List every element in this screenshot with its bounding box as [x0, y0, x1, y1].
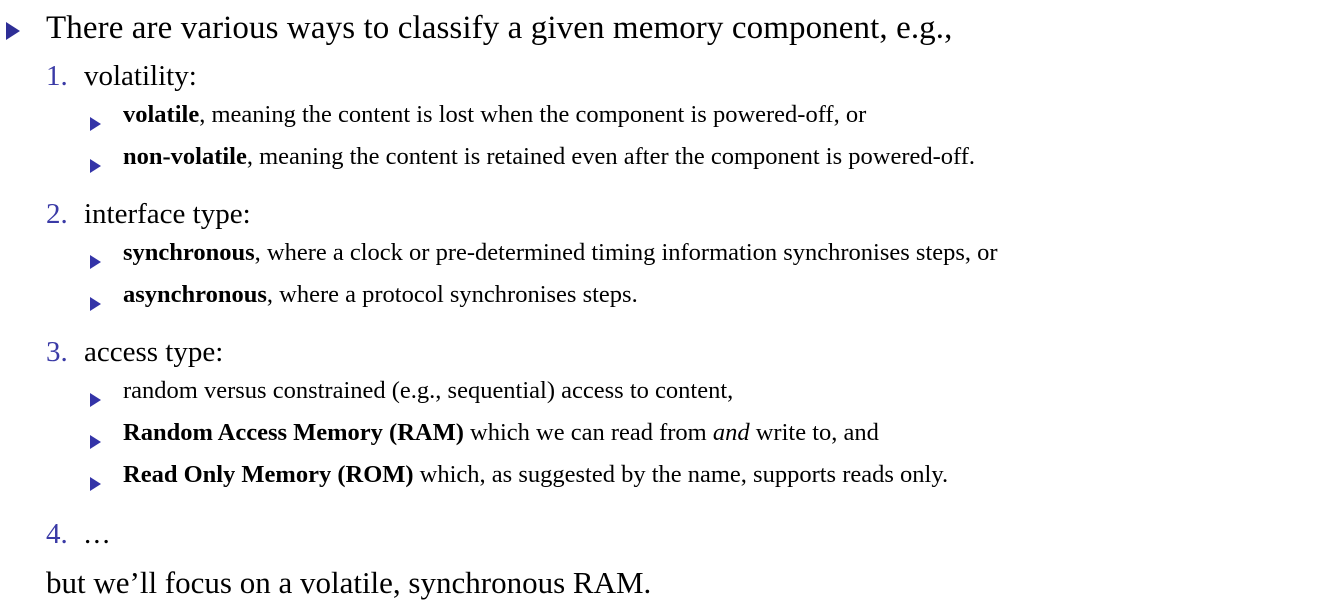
subitem-3-3: Read Only Memory (ROM) which, as suggest…: [0, 458, 1334, 500]
closing-line: but we’ll focus on a volatile, synchrono…: [46, 565, 652, 600]
triangle-right-icon: [6, 6, 46, 41]
item-number-3: 3.: [46, 336, 68, 368]
subitem-2-1: synchronous, where a clock or pre-determ…: [0, 236, 1334, 278]
subitem-3-1-text: random versus constrained (e.g., sequent…: [123, 377, 734, 404]
subitem-1-2-text: non-volatile, meaning the content is ret…: [123, 140, 975, 173]
subitem-3-3-rest: which, as suggested by the name, support…: [413, 461, 949, 488]
subitem-1-1-rest: , meaning the content is lost when the c…: [199, 101, 867, 128]
numbered-item-3: 3. access type:: [0, 332, 1334, 372]
subitem-2-1-text: synchronous, where a clock or pre-determ…: [123, 236, 998, 269]
numbered-item-1: 1. volatility:: [0, 56, 1334, 96]
subitem-1-1-text: volatile, meaning the content is lost wh…: [123, 98, 866, 131]
subitem-group-2: synchronous, where a clock or pre-determ…: [0, 236, 1334, 320]
item-number-4: 4.: [46, 518, 68, 550]
numbered-item-4: 4. ...: [0, 514, 1334, 554]
item-number-2: 2.: [46, 198, 68, 230]
subitem-3-3-bold: Read Only Memory (ROM): [123, 461, 414, 488]
subitem-1-2-bold: non-volatile: [123, 143, 247, 170]
subitem-3-2-rest-a: which we can read from: [463, 419, 713, 446]
intro-text: There are various ways to classify a giv…: [46, 10, 953, 46]
subitem-3-3-text: Read Only Memory (ROM) which, as suggest…: [123, 458, 948, 491]
subitem-2-1-bold: synchronous: [123, 239, 255, 266]
subitem-3-2-text: Random Access Memory (RAM) which we can …: [123, 416, 879, 449]
subitem-2-2-rest: , where a protocol synchronises steps.: [266, 281, 638, 308]
triangle-right-icon: [90, 458, 123, 500]
triangle-right-icon: [90, 374, 123, 416]
subitem-3-2-rest-b: write to, and: [749, 419, 879, 446]
triangle-right-icon: [90, 416, 123, 458]
subitem-2-1-rest: , where a clock or pre-determined timing…: [254, 239, 998, 266]
triangle-right-icon: [90, 278, 123, 320]
triangle-right-icon: [90, 236, 123, 278]
subitem-2-2-text: asynchronous, where a protocol synchroni…: [123, 278, 638, 311]
slide-canvas: There are various ways to classify a giv…: [0, 6, 1334, 600]
triangle-right-icon: [90, 98, 123, 140]
item-number-1: 1.: [46, 60, 68, 92]
subitem-3-1: random versus constrained (e.g., sequent…: [0, 374, 1334, 416]
intro-bullet-line: There are various ways to classify a giv…: [0, 6, 1334, 50]
subitem-2-2: asynchronous, where a protocol synchroni…: [0, 278, 1334, 320]
subitem-group-1: volatile, meaning the content is lost wh…: [0, 98, 1334, 182]
item-label-1: volatility:: [84, 60, 197, 92]
subitem-3-2-italic: and: [712, 419, 750, 446]
subitem-group-3: random versus constrained (e.g., sequent…: [0, 374, 1334, 500]
subitem-3-2-bold: Random Access Memory (RAM): [123, 419, 464, 446]
subitem-1-2: non-volatile, meaning the content is ret…: [0, 140, 1334, 182]
subitem-1-1: volatile, meaning the content is lost wh…: [0, 98, 1334, 140]
subitem-1-1-bold: volatile: [123, 101, 200, 128]
subitem-1-2-rest: , meaning the content is retained even a…: [246, 143, 976, 170]
item-label-3: access type:: [84, 336, 224, 368]
item-label-2: interface type:: [84, 198, 251, 230]
subitem-2-2-bold: asynchronous: [123, 281, 267, 308]
subitem-3-2: Random Access Memory (RAM) which we can …: [0, 416, 1334, 458]
triangle-right-icon: [90, 140, 123, 182]
item-label-4: ...: [84, 518, 112, 550]
numbered-item-2: 2. interface type:: [0, 194, 1334, 234]
